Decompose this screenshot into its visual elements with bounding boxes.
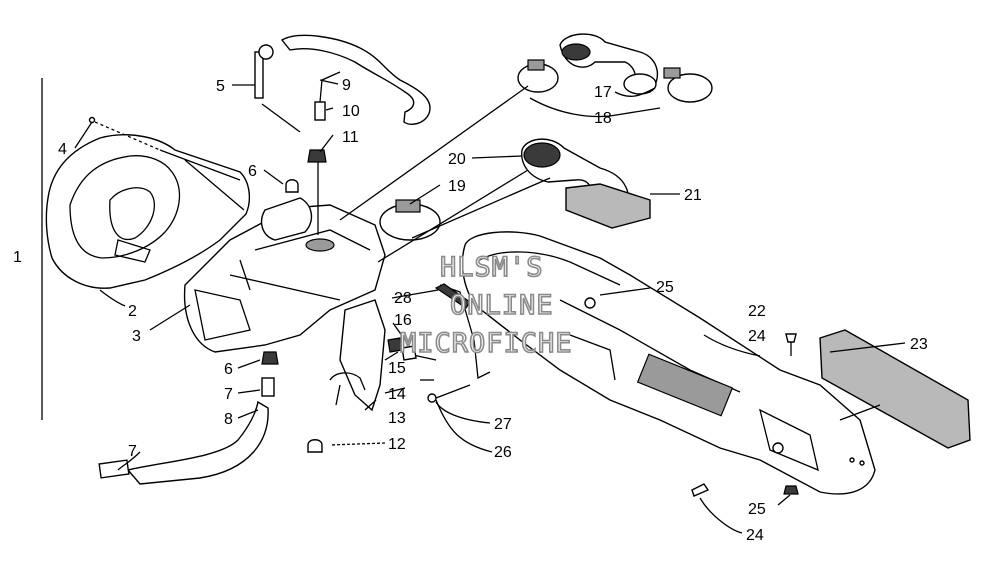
- callout-23: 23: [910, 336, 928, 353]
- callout-19: 19: [448, 178, 466, 195]
- callout-labels: 1 2 3 4 5 6 6 7 7 8 9 10 11 12 13 14 15 …: [13, 77, 928, 544]
- callout-9: 9: [342, 77, 351, 94]
- callout-24-lower: 24: [746, 527, 764, 544]
- watermark-line-1: HLSM'S: [440, 252, 544, 283]
- callout-12: 12: [388, 436, 406, 453]
- callout-4: 4: [58, 141, 67, 158]
- part-elbow-hose-upper: [517, 33, 713, 103]
- callout-6-upper: 6: [248, 163, 257, 180]
- callout-28: 28: [394, 290, 412, 307]
- callout-3: 3: [132, 328, 141, 345]
- watermark: HLSM'S ONLINE MICROFICHE: [399, 251, 573, 360]
- callout-27: 27: [494, 416, 512, 433]
- callout-13: 13: [388, 410, 406, 427]
- callout-25-upper: 25: [656, 279, 674, 296]
- leader-lines: [74, 79, 906, 534]
- callout-15: 15: [388, 360, 406, 377]
- part-bracket: [329, 299, 386, 412]
- callout-24-upper: 24: [748, 328, 766, 345]
- callout-14: 14: [388, 386, 406, 403]
- watermark-line-3: MICROFICHE: [400, 328, 573, 359]
- callout-22: 22: [748, 303, 766, 320]
- callout-25-lower: 25: [748, 501, 766, 518]
- callout-8: 8: [224, 411, 233, 428]
- callout-2: 2: [128, 303, 137, 320]
- part-drain-hose: [98, 400, 269, 485]
- part-airbox-body: [183, 197, 386, 353]
- callout-26: 26: [494, 444, 512, 461]
- callout-20: 20: [448, 151, 466, 168]
- callout-21: 21: [684, 187, 702, 204]
- callout-7-upper: 7: [224, 386, 233, 403]
- callout-5: 5: [216, 78, 225, 95]
- part-rod-and-screws: [434, 283, 799, 497]
- callout-11: 11: [342, 129, 359, 146]
- callout-18: 18: [594, 110, 612, 127]
- callout-1: 1: [13, 249, 22, 266]
- callout-7-lower: 7: [128, 443, 137, 460]
- watermark-line-2: ONLINE: [450, 290, 554, 321]
- callout-6-lower: 6: [224, 361, 233, 378]
- part-breather-hose: [280, 34, 431, 126]
- callout-16: 16: [394, 312, 412, 329]
- alignment-lines: [339, 85, 551, 263]
- part-foam-filter: [819, 329, 971, 449]
- part-elbow-hose-lower: [379, 138, 651, 241]
- part-airbox-lid: [45, 134, 251, 289]
- part-intake-duct: [461, 231, 876, 495]
- callout-10: 10: [342, 103, 360, 120]
- callout-17: 17: [594, 84, 612, 101]
